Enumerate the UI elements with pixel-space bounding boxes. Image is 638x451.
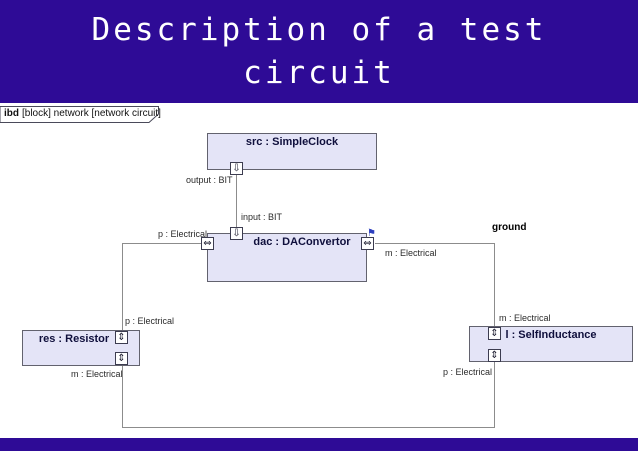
port-dac-m-icon: ⇔ [361,237,374,250]
wire-dacp-to-res [122,243,123,330]
wire-bottom-horizontal [122,427,495,428]
wire-src-to-dac [236,173,237,228]
slide-footer-bar [0,438,638,451]
label-res-p: p : Electrical [125,316,175,326]
label-dac-input: input : BIT [241,212,283,222]
label-dac-p: p : Electrical [158,229,208,239]
label-res-m: m : Electrical [71,369,123,379]
port-ind-p-icon: ⇕ [488,349,501,362]
wire-resm-down [122,366,123,427]
block-title-ind: l : SelfInductance [505,329,597,341]
label-ind-p: p : Electrical [443,367,493,377]
block-dac-daconvertor: dac : DAConvertor [207,233,367,282]
wire-indp-down [494,362,495,427]
port-res-p-icon: ⇕ [115,331,128,344]
port-dac-p-icon: ⇔ [201,237,214,250]
wire-ground-to-ind [494,243,495,326]
block-title-dac: dac : DAConvertor [253,236,351,248]
port-flag-icon: ⚑ [367,228,376,239]
frame-tab-shape [0,106,159,123]
diagram-qualifier-label: [block] network [network circuit] [22,108,161,119]
wire-dacm-horizontal [375,243,494,244]
port-dac-input-icon: ⇩ [230,227,243,240]
label-ind-m: m : Electrical [499,313,551,323]
label-ground: ground [492,222,527,233]
block-title-src: src : SimpleClock [245,136,339,148]
slide-title-line-2: circuit [243,54,395,91]
label-src-output: output : BIT [186,175,233,185]
diagram-kind-label: ibd [4,108,19,119]
slide-title-line-1: Description of a test [91,11,547,48]
block-title-res: res : Resistor [38,333,110,345]
port-src-output-icon: ⇩ [230,162,243,175]
frame-tab-label: ibd[block] network [network circuit] [4,108,161,119]
wire-dacp-horizontal [122,243,201,244]
diagram-frame-tab: ibd[block] network [network circuit] [0,106,162,124]
label-dac-m: m : Electrical [385,248,437,258]
port-ind-m-icon: ⇕ [488,327,501,340]
port-res-m-icon: ⇕ [115,352,128,365]
slide-title-banner: Description of a test circuit [0,0,638,103]
